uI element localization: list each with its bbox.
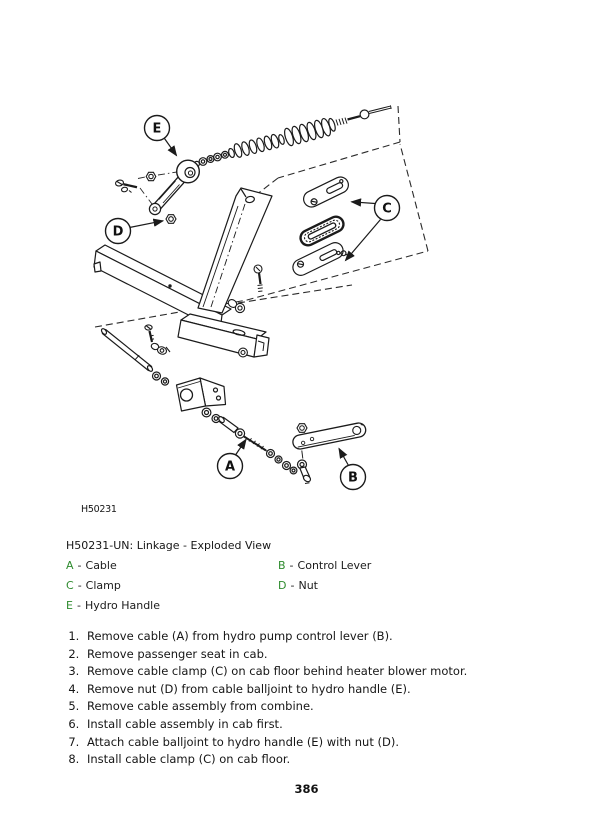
- nut-part-d: [165, 214, 177, 224]
- plate-bushing: [227, 299, 246, 314]
- callout-e: E: [143, 114, 171, 142]
- step-7: Attach cable balljoint to hydro handle (…: [83, 734, 583, 752]
- legend-label-e: Hydro Handle: [84, 599, 160, 612]
- mount-bracket: [175, 377, 227, 424]
- step-3: Remove cable clamp (C) on cab floor behi…: [83, 663, 583, 681]
- figure-caption: H50231-UN: Linkage - Exploded View: [66, 539, 272, 552]
- pivot-nut: [145, 171, 157, 182]
- legend-separator: -: [290, 579, 295, 592]
- control-lever-part-b: [292, 422, 367, 459]
- legend-letter-b: B: [278, 559, 286, 572]
- step-1: Remove cable (A) from hydro pump control…: [83, 628, 583, 646]
- callout-d: D: [104, 217, 132, 245]
- exploded-diagram: E D C A B: [93, 105, 429, 491]
- clamp-grommet: [299, 215, 345, 247]
- legend-separator: -: [77, 579, 82, 592]
- console-plate: [197, 187, 273, 314]
- legend-label-c: Clamp: [85, 579, 121, 592]
- cable-balljoint-part-a: [218, 416, 312, 484]
- figure-image-label: H50231: [81, 504, 117, 515]
- page-number: 386: [294, 782, 319, 796]
- legend-label-a: Cable: [85, 559, 117, 572]
- figure-legend: A-Cable B-Control Lever C-Clamp D-Nut E-…: [66, 559, 538, 619]
- channel-nut: [238, 347, 248, 358]
- link-rod: [100, 328, 170, 386]
- exploded-view-figure: E D C A B: [93, 105, 429, 491]
- clamp-top-plate: [303, 176, 349, 208]
- callout-c: C: [373, 194, 401, 222]
- hydro-handle-part: [148, 159, 200, 216]
- legend-letter-d: D: [278, 579, 287, 592]
- legend-item-c: C-Clamp: [66, 579, 278, 599]
- callouts: E D C A B: [104, 114, 401, 491]
- callout-b: B: [339, 463, 367, 491]
- legend-letter-e: E: [66, 599, 73, 612]
- legend-label-d: Nut: [298, 579, 318, 592]
- cable-coil: [193, 105, 392, 168]
- floor-channel: [177, 313, 270, 358]
- step-5: Remove cable assembly from combine.: [83, 698, 583, 716]
- legend-separator: -: [289, 559, 294, 572]
- step-4: Remove nut (D) from cable balljoint to h…: [83, 681, 583, 699]
- legend-item-e: E-Hydro Handle: [66, 599, 278, 619]
- legend-item-b: B-Control Lever: [278, 559, 538, 579]
- legend-separator: -: [77, 559, 82, 572]
- legend-label-b: Control Lever: [297, 559, 372, 572]
- legend-item-a: A-Cable: [66, 559, 278, 579]
- step-6: Install cable assembly in cab first.: [83, 716, 583, 734]
- pivot-bolt: [114, 179, 138, 193]
- callout-d-letter: D: [113, 225, 124, 240]
- clamp-bottom-plate: [292, 242, 350, 276]
- legend-letter-c: C: [66, 579, 74, 592]
- callout-c-letter: C: [382, 202, 392, 217]
- callout-b-letter: B: [348, 471, 358, 486]
- callout-a-letter: A: [225, 460, 235, 475]
- callout-arrows: [129, 138, 381, 466]
- procedure-steps: Remove cable (A) from hydro pump control…: [66, 628, 583, 769]
- clamp-bolt: [144, 324, 171, 355]
- plate-bolt: [253, 264, 263, 292]
- step-8: Install cable clamp (C) on cab floor.: [83, 751, 583, 769]
- legend-letter-a: A: [66, 559, 74, 572]
- step-2: Remove passenger seat in cab.: [83, 646, 583, 664]
- callout-e-letter: E: [153, 122, 162, 137]
- legend-separator: -: [76, 599, 81, 612]
- callout-a: A: [216, 452, 244, 480]
- legend-item-d: D-Nut: [278, 579, 538, 599]
